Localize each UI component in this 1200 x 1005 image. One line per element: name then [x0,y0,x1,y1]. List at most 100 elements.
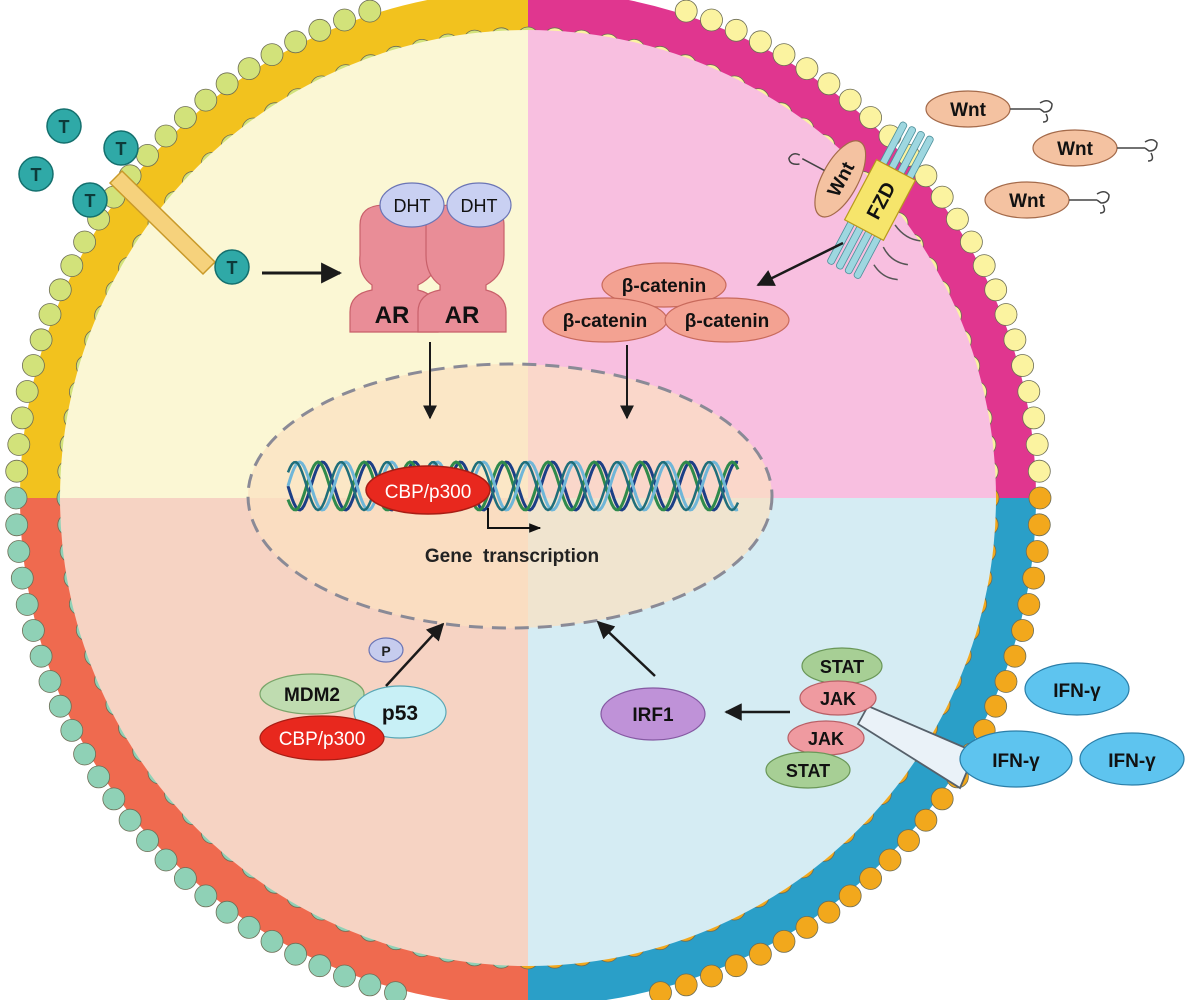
lipid-head [15,593,39,616]
ifn-pathway: STAT JAK JAK STAT IRF1 IFN-γ IFN-γ [596,620,1185,790]
lipid-head [284,942,308,966]
lipid-tail-icon [1069,191,1110,214]
phosphate-shape [368,637,404,663]
ifn-gamma-shape [959,730,1073,788]
lipid-head [333,964,356,988]
lipid-head [878,848,902,872]
lipid-head [194,88,218,112]
dna-helix [286,460,740,512]
lipid-head [700,964,723,988]
testosterone-molecule: T [46,108,82,144]
fzd-intracellular-tails [873,224,921,281]
lipid-head [772,43,796,66]
lipid-head [73,742,96,766]
lipid-head [102,787,126,811]
ifn-gamma-free: IFN-γ [1079,732,1185,786]
ifn-gamma-shape [1079,732,1185,786]
androgen-receptor-dimer: AR AR DHT DHT [349,182,512,420]
fzd-receptor: FZD Wnt [788,121,934,281]
mdm2-shape [259,673,365,715]
lipid-head [1017,380,1041,403]
cbp-p300-nuclear-label: CBP/p300 [385,482,472,503]
dna-strand [286,460,740,512]
testosterone-label: T [116,139,127,159]
lipid-head [994,303,1018,326]
lipid-head [1022,566,1046,590]
p53-to-nucleus-arrow [385,622,445,687]
stat-protein-top: STAT [801,647,883,685]
lipid-head [859,867,882,890]
beta-catenin-shape [601,262,727,308]
lipid-head [724,18,748,42]
lipid-head [700,8,723,32]
irf1-to-nucleus-arrow [596,620,656,677]
lipid-head [194,884,218,908]
mdm2-protein: MDM2 [259,673,365,715]
ifn-gamma-free: IFN-γ [1024,662,1130,716]
jak-label: JAK [820,689,856,709]
lipid-head [1028,486,1052,510]
lipid-tail-icon [1010,100,1053,123]
lipid-head [984,278,1008,302]
lipid-head [154,848,178,872]
beta-catenin-top: β-catenin [601,262,727,308]
lipid-tail-icon [1117,139,1158,162]
testosterone-ball [103,130,139,166]
p53-shape [353,685,447,739]
lipid-head [38,303,62,326]
beta-catenin-shape [664,297,790,343]
lipid-head [15,380,39,403]
lipid-head [308,954,332,978]
dht-right-shape [446,182,512,228]
lipid-head [1025,540,1049,563]
stat-label: STAT [786,761,830,781]
lipid-head [674,0,698,23]
jak-label: JAK [808,729,844,749]
phospho-group: P [368,637,404,663]
lipid-head [237,57,261,80]
ar-left-label: AR [375,302,410,329]
lipid-head [817,900,841,924]
testosterone-molecule: T [103,130,139,166]
lipid-head [946,207,969,231]
lipid-head [838,88,862,112]
lipid-head [308,18,332,42]
wnt-bound-shape [814,140,867,218]
wnt-ligand: Wnt [925,90,1053,128]
testosterone-label: T [227,258,238,278]
testosterone-ball [46,108,82,144]
lipid-head [10,566,34,590]
lipid-head [795,916,819,939]
dna-strand [286,460,739,512]
lipid-head [29,644,53,668]
wnt-ligand-label: Wnt [950,100,987,121]
dht-right-label: DHT [461,196,498,216]
lipid-head [5,513,29,537]
lipid-head [914,808,938,832]
lipid-head [1017,593,1041,616]
lipid-head [724,954,748,978]
lipid-head [795,57,819,80]
lipid-head [136,143,159,167]
testosterone-ball [214,249,250,285]
lipid-head [215,900,239,924]
lipid-head [237,916,261,939]
cbp-p300-nuclear: CBP/p300 [365,465,491,515]
dht-ligand-left: DHT [379,182,445,228]
fzd-body [843,158,917,242]
testosterone-group: T T T T T [18,108,343,285]
lipid-head [649,981,672,1004]
beta-catenin-right: β-catenin [664,297,790,343]
lipid-head [749,942,772,966]
testosterone-label: T [85,191,96,211]
lipid-head [674,973,698,997]
lipid-head [29,328,53,352]
lipid-head [260,43,284,66]
testosterone-molecule-inside: T [214,249,250,285]
stat-shape [765,751,851,789]
androgen-receptor-left: AR [349,204,439,333]
lipid-head [48,694,72,718]
ifn-gamma-shape [1024,662,1130,716]
